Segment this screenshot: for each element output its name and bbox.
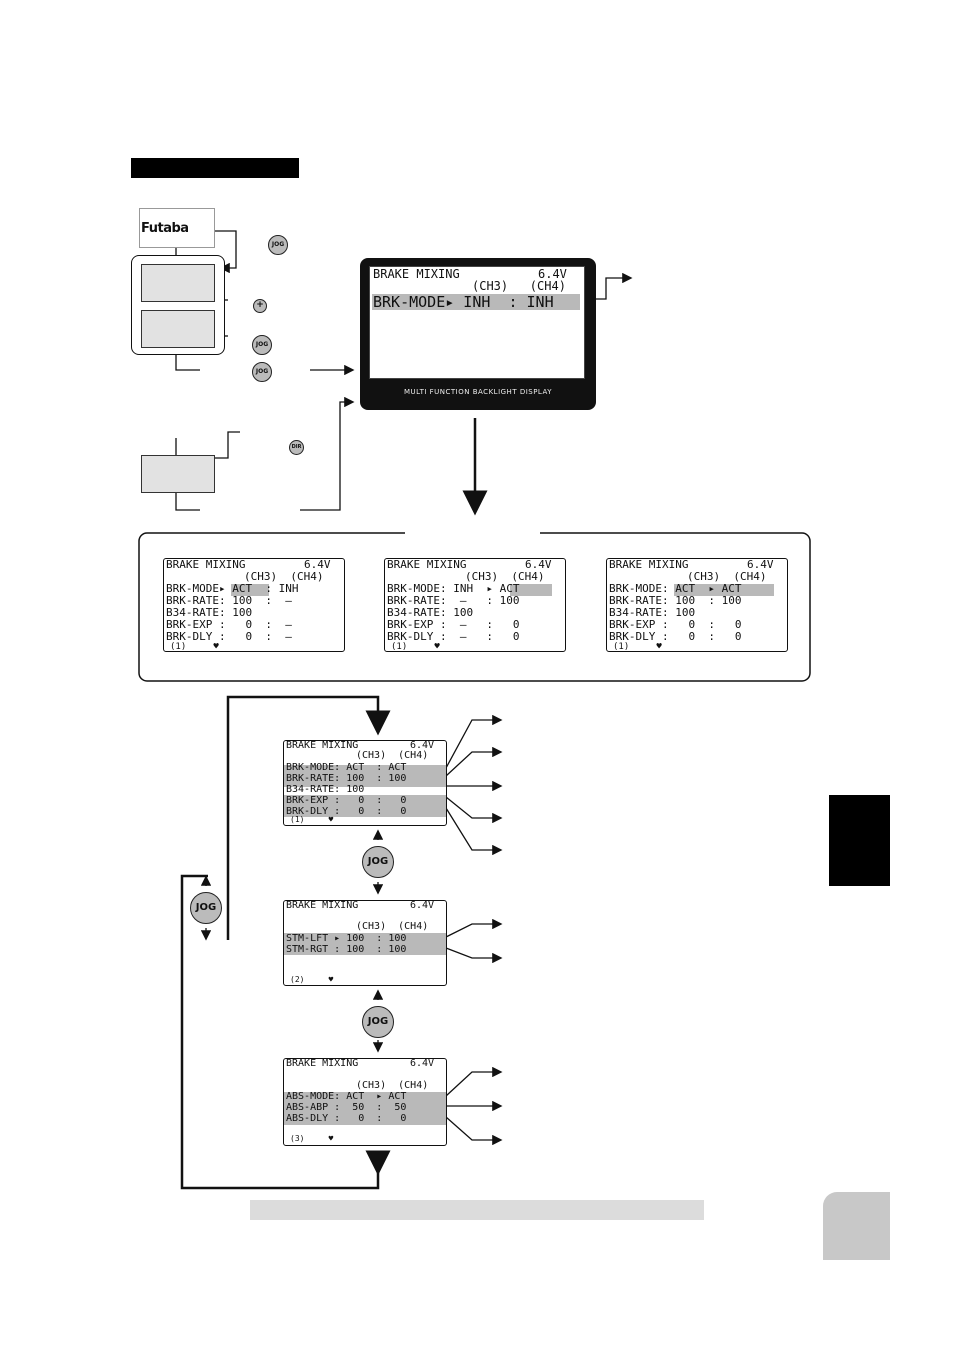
screen-voltage: 6.4V xyxy=(747,558,774,571)
jog-button[interactable]: JOG xyxy=(268,235,288,255)
lcd-title: BRAKE MIXING xyxy=(373,267,460,281)
screen-voltage: 6.4V xyxy=(410,900,435,911)
example-screen-ch4-act: BRAKE MIXING 6.4V (CH3) (CH4) BRK-MODE: … xyxy=(384,558,566,652)
screen-voltage: 6.4V xyxy=(410,740,435,751)
screen-footer: (1) ♥ xyxy=(290,815,334,824)
screen-title: BRAKE MIXING xyxy=(387,558,467,571)
screen-voltage: 6.4V xyxy=(410,1058,435,1069)
screen-title: BRAKE MIXING xyxy=(609,558,689,571)
menu-item-box-2 xyxy=(141,310,215,348)
screen-footer: (1) ♥ xyxy=(613,642,662,652)
row-highlight xyxy=(284,765,446,787)
screen-title: BRAKE MIXING xyxy=(286,1058,359,1069)
menu-item-box-1 xyxy=(141,264,215,302)
screen-row[interactable]: BRK-DLY : 0 : 0 xyxy=(286,806,407,817)
chapter-side-tab xyxy=(829,795,890,886)
screen-ch-header: (CH3) (CH4) xyxy=(356,921,429,932)
value-highlight xyxy=(674,584,774,596)
screen-row[interactable]: ABS-ABP : 50 : 50 xyxy=(286,1102,407,1113)
screen-footer: (1) ♥ xyxy=(391,642,440,652)
screen-row[interactable]: ABS-MODE: ACT ▸ ACT xyxy=(286,1091,407,1102)
screen-footer: (2) ♥ xyxy=(290,975,334,984)
screen-ch-header: (CH3) (CH4) xyxy=(356,750,429,761)
screen-voltage: 6.4V xyxy=(304,558,331,571)
display-caption: MULTI FUNCTION BACKLIGHT DISPLAY xyxy=(403,388,553,396)
brk-mode-row[interactable]: BRK-MODE▸ INH : INH xyxy=(373,293,554,311)
page-screen-1: BRAKE MIXING 6.4V (CH3) (CH4) BRK-MODE: … xyxy=(283,740,447,826)
screen-row: BRK-MODE: ACT ▸ ACT xyxy=(609,582,742,595)
example-screen-both-act: BRAKE MIXING 6.4V (CH3) (CH4) BRK-MODE: … xyxy=(606,558,788,652)
plus-button[interactable]: + xyxy=(253,299,267,313)
example-screen-ch3-act: BRAKE MIXING 6.4V (CH3) (CH4) BRK-MODE▸ … xyxy=(163,558,345,652)
screen-row: BRK-DLY : 0 : – xyxy=(166,630,292,643)
screen-row: BRK-RATE: – : 100 xyxy=(387,594,520,607)
screen-title: BRAKE MIXING xyxy=(286,740,359,751)
screen-row[interactable]: BRK-MODE: ACT : ACT xyxy=(286,762,407,773)
screen-row: BRK-RATE: 100 : – xyxy=(166,594,292,607)
screen-title: BRAKE MIXING xyxy=(286,900,359,911)
screen-row[interactable]: B34-RATE: 100 xyxy=(286,784,365,795)
direct-key-box xyxy=(141,455,215,493)
screen-footer: (3) ♥ xyxy=(290,1134,334,1143)
lcd-channel-header: (CH3) (CH4) xyxy=(472,279,566,293)
screen-ch-header: (CH3) (CH4) xyxy=(465,570,545,583)
jog-button[interactable]: JOG xyxy=(252,335,272,355)
value-highlight xyxy=(510,584,552,596)
screen-ch-header: (CH3) (CH4) xyxy=(356,1080,429,1091)
page-screen-2: BRAKE MIXING 6.4V (CH3) (CH4) STM-LFT ▸ … xyxy=(283,900,447,986)
screen-row: BRK-MODE▸ ACT : INH xyxy=(166,582,299,595)
screen-row[interactable]: STM-LFT ▸ 100 : 100 xyxy=(286,933,407,944)
row-highlight xyxy=(284,933,446,955)
screen-row: BRK-EXP : 0 : 0 xyxy=(609,618,742,631)
screen-row: B34-RATE: 100 xyxy=(166,606,253,619)
row-highlight xyxy=(284,1092,446,1125)
jog-button[interactable]: JOG xyxy=(362,846,394,878)
screen-row: B34-RATE: 100 xyxy=(609,606,696,619)
screen-row[interactable]: STM-RGT : 100 : 100 xyxy=(286,944,407,955)
futaba-logo: Futaba xyxy=(141,221,189,236)
screen-row: BRK-RATE: 100 : 100 xyxy=(609,594,742,607)
screen-row: BRK-EXP : 0 : – xyxy=(166,618,292,631)
screen-row: BRK-EXP : – : 0 xyxy=(387,618,520,631)
screen-row[interactable]: BRK-RATE: 100 : 100 xyxy=(286,773,407,784)
screen-row: BRK-DLY : 0 : 0 xyxy=(609,630,742,643)
home-screen-thumbnail: Futaba xyxy=(139,208,215,248)
footer-note-bar xyxy=(250,1200,704,1220)
dir-button[interactable]: DIR xyxy=(289,440,304,455)
screen-ch-header: (CH3) (CH4) xyxy=(244,570,324,583)
screen-row: BRK-MODE: INH ▸ ACT xyxy=(387,582,520,595)
row-highlight xyxy=(284,795,446,817)
screen-row[interactable]: BRK-EXP : 0 : 0 xyxy=(286,795,407,806)
jog-button[interactable]: JOG xyxy=(252,362,272,382)
screen-row[interactable]: ABS-DLY : 0 : 0 xyxy=(286,1113,407,1124)
screen-footer: (1) ♥ xyxy=(170,642,219,652)
screen-title: BRAKE MIXING xyxy=(166,558,246,571)
screen-row: B34-RATE: 100 xyxy=(387,606,474,619)
lcd-row-highlight xyxy=(372,294,580,310)
page-screen-3: BRAKE MIXING 6.4V (CH3) (CH4) ABS-MODE: … xyxy=(283,1058,447,1146)
value-highlight xyxy=(231,584,269,596)
screen-row: BRK-DLY : – : 0 xyxy=(387,630,520,643)
screen-ch-header: (CH3) (CH4) xyxy=(687,570,767,583)
screen-voltage: 6.4V xyxy=(525,558,552,571)
page-number-tab xyxy=(823,1192,890,1260)
section-title-bar xyxy=(131,158,299,178)
lcd-voltage: 6.4V xyxy=(538,267,567,281)
main-lcd: BRAKE MIXING 6.4V (CH3) (CH4) BRK-MODE▸ … xyxy=(369,266,585,379)
jog-button[interactable]: JOG xyxy=(362,1006,394,1038)
jog-button[interactable]: JOG xyxy=(190,892,222,924)
